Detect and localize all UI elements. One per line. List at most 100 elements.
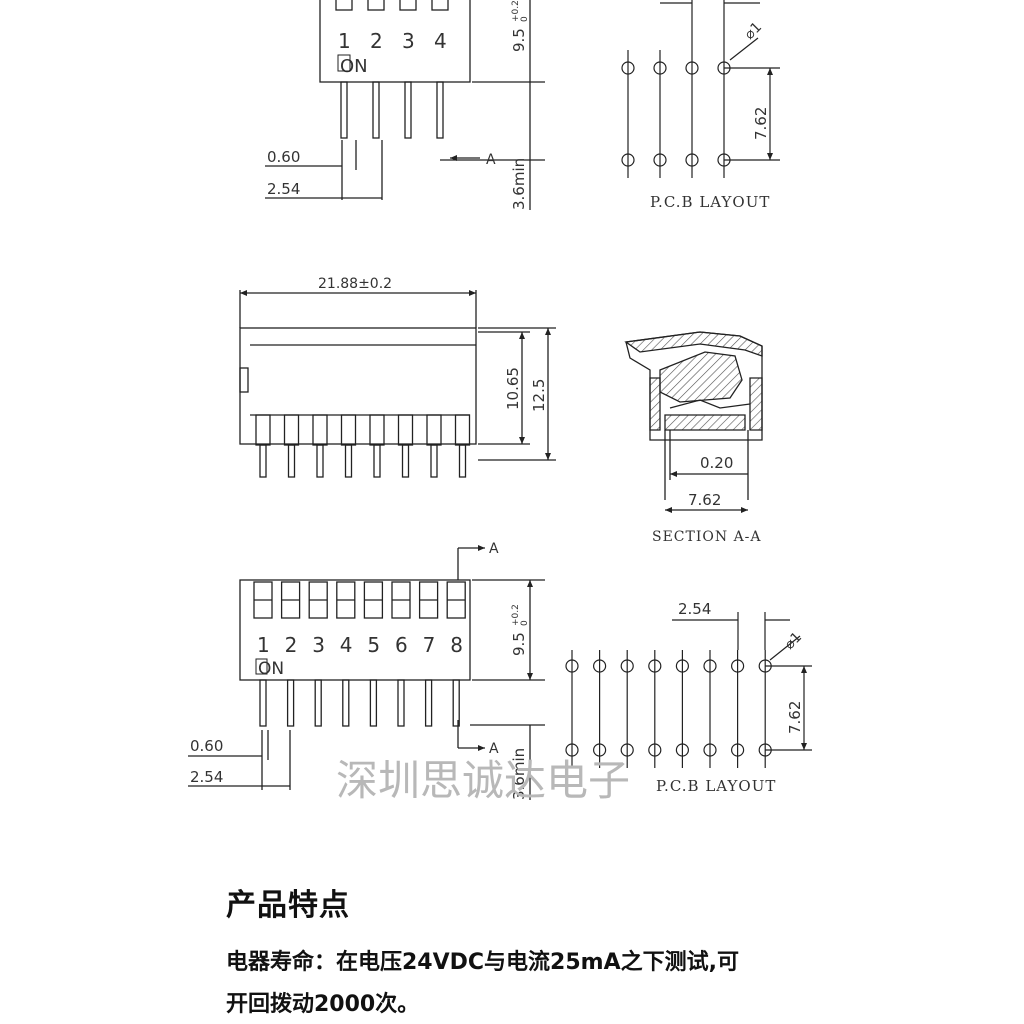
pcb-caption: P.C.B LAYOUT xyxy=(656,777,776,795)
pcb-row-spacing-dim: 7.62 xyxy=(786,701,804,734)
features-line-1: 电器寿命：在电压24VDC与电流25mA之下测试,可 xyxy=(226,950,739,975)
section-marker: A xyxy=(486,152,496,168)
side-pin-head xyxy=(312,414,328,446)
height-tol-upper: +0.2 xyxy=(511,604,521,626)
pin xyxy=(286,679,295,727)
top-view-4pos xyxy=(265,0,545,210)
side-pin xyxy=(344,444,353,478)
pcb-hole xyxy=(620,743,634,757)
body-outline xyxy=(319,0,471,83)
pcb-layout-8 xyxy=(565,612,812,768)
pcb-hole xyxy=(717,153,731,167)
side-pin xyxy=(430,444,438,478)
pcb-hole xyxy=(592,659,607,673)
switch-slots xyxy=(335,0,449,11)
side-pin xyxy=(373,444,381,478)
section-marker-top: A xyxy=(489,541,499,557)
switch-slot xyxy=(367,0,385,11)
pcb-hole xyxy=(675,743,690,757)
on-label: ON xyxy=(258,659,284,679)
side-pin xyxy=(401,444,410,478)
pcb-hole-dim: ⌀1 xyxy=(782,629,806,653)
length-dim: 21.88±0.2 xyxy=(318,276,392,292)
height-tol-lower: 0 xyxy=(520,16,530,22)
side-pin xyxy=(259,444,267,478)
switch-number: 7 xyxy=(423,633,436,657)
body-outline xyxy=(239,579,471,681)
pin-width-dim: 0.60 xyxy=(190,737,223,755)
pin xyxy=(404,81,412,139)
side-pin xyxy=(316,444,324,478)
pcb-hole xyxy=(621,153,635,167)
pcb-hole xyxy=(703,743,717,757)
pin xyxy=(342,679,350,727)
side-pin-head xyxy=(340,414,357,446)
switch-number: 6 xyxy=(395,633,408,657)
side-pin xyxy=(458,444,467,478)
pcb-hole xyxy=(653,153,667,167)
pcb-caption: P.C.B LAYOUT xyxy=(650,193,770,211)
pins xyxy=(259,679,460,727)
pcb-hole xyxy=(730,743,745,757)
pin-thickness-dim: 0.20 xyxy=(700,454,733,472)
pin xyxy=(314,679,322,727)
switch-number: 5 xyxy=(367,633,380,657)
pcb-hole xyxy=(565,659,579,673)
switch-number: 4 xyxy=(434,29,447,53)
switch-slot xyxy=(431,0,449,11)
side-pin-head xyxy=(283,414,300,446)
side-pin-head xyxy=(369,414,385,446)
height-tol-upper: +0.2 xyxy=(511,0,521,22)
section-view xyxy=(624,331,763,513)
pcb-hole xyxy=(653,61,667,75)
pcb-hole xyxy=(592,743,607,757)
pitch-dim: 2.54 xyxy=(190,768,223,786)
side-pin-head xyxy=(255,414,271,446)
pin xyxy=(372,81,380,139)
side-pin-head xyxy=(454,414,471,446)
side-view xyxy=(239,290,556,478)
height-dim: 9.5 xyxy=(510,632,528,656)
switch-number: 2 xyxy=(370,29,383,53)
pin-width-dim: 0.60 xyxy=(267,148,300,166)
switch-number: 2 xyxy=(285,633,298,657)
switch-slot xyxy=(399,0,417,11)
pcb-hole xyxy=(758,659,772,673)
top-view-8pos xyxy=(188,545,545,800)
features-line-2: 开回拨动2000次。 xyxy=(226,992,420,1017)
pcb-hole xyxy=(648,659,662,673)
pcb-hole xyxy=(685,153,699,167)
pitch-dim: 2.54 xyxy=(267,180,300,198)
pcb-hole xyxy=(648,743,662,757)
pin xyxy=(397,679,405,727)
watermark: 深圳思诚达电子 xyxy=(336,756,630,805)
pcb-hole xyxy=(675,659,690,673)
on-indicator-box xyxy=(337,54,351,72)
pin xyxy=(259,679,267,727)
pin-length-dim: 3.6min xyxy=(510,158,528,210)
switch-number: 8 xyxy=(450,633,463,657)
pcb-hole xyxy=(685,61,699,75)
pcb-row-spacing-dim: 7.62 xyxy=(752,107,770,140)
pcb-hole-dim: ⌀1 xyxy=(742,19,766,43)
body-height-dim: 10.65 xyxy=(504,367,522,410)
switch-number: 3 xyxy=(312,633,325,657)
pcb-hole xyxy=(620,659,634,673)
pin-length-dim: 3.6min xyxy=(510,748,528,800)
side-pin-head xyxy=(426,414,442,446)
pcb-hole xyxy=(717,61,731,75)
section-marker-bottom: A xyxy=(489,741,499,757)
pin xyxy=(452,679,460,727)
total-height-dim: 12.5 xyxy=(530,379,548,412)
on-label: ON xyxy=(340,56,368,77)
pin xyxy=(340,81,348,139)
pin xyxy=(369,679,378,727)
pcb-hole xyxy=(730,659,745,673)
pcb-pitch-dim: 2.54 xyxy=(678,600,711,618)
side-pin-head xyxy=(397,414,414,446)
section-caption: SECTION A-A xyxy=(652,529,762,545)
switch-slot xyxy=(335,0,353,11)
switch-number: 3 xyxy=(402,29,415,53)
pcb-hole xyxy=(703,659,717,673)
